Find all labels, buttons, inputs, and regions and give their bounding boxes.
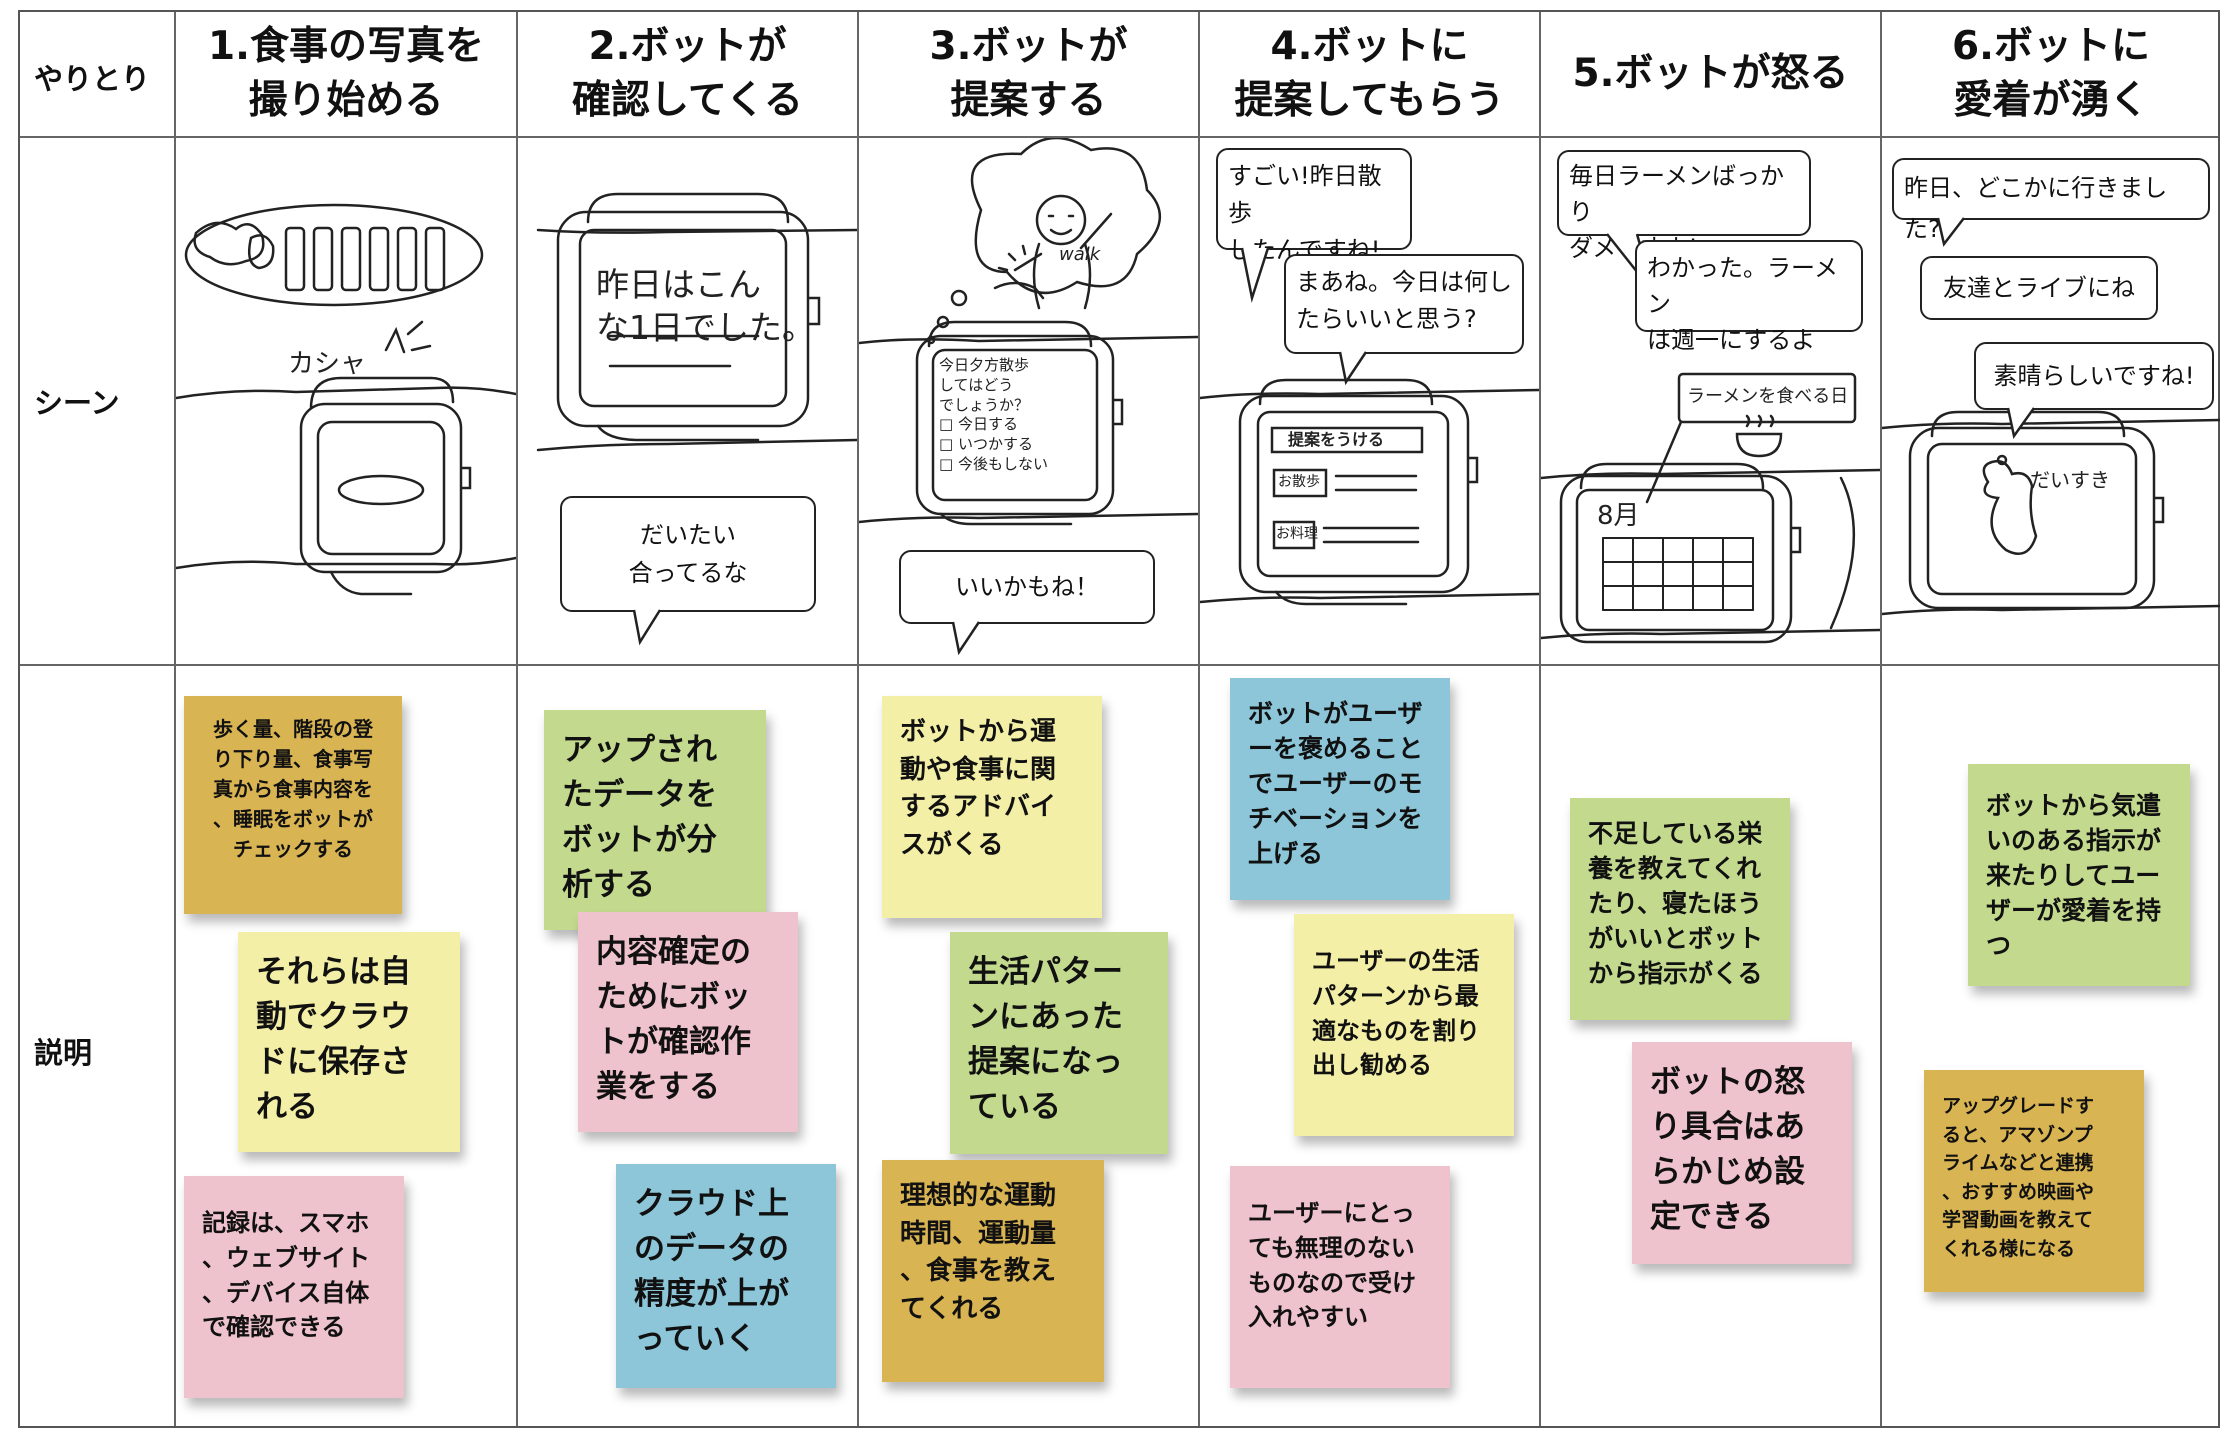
watch-strap bbox=[309, 376, 455, 410]
bot-character bbox=[1982, 460, 2038, 555]
column-divider bbox=[857, 12, 859, 1426]
speech-bubble: 友達とライブにね bbox=[1920, 256, 2158, 320]
watch-screen-text: 今日夕方散歩 してはどう でしょうか？ □ 今日する □ いつかする □ 今後も… bbox=[939, 356, 1048, 473]
scene-5-illustration: ラーメンを食べる日 8月 毎日ラーメンばっかり ダメですよ! わかった。ラーメン… bbox=[1541, 138, 1880, 664]
column-divider bbox=[1880, 12, 1882, 1426]
watch-screen bbox=[1575, 488, 1775, 632]
row-label-interaction: やりとり bbox=[34, 62, 151, 96]
speech-bubble: 素晴らしいですね! bbox=[1974, 342, 2214, 410]
scene-2-illustration: 昨日はこん な1日でした。 だいたい 合ってるな bbox=[518, 138, 857, 664]
column-divider bbox=[174, 12, 176, 1426]
walk-text: walk bbox=[1059, 244, 1101, 265]
option-1-text: お散歩 bbox=[1278, 474, 1320, 490]
plate-sketch bbox=[184, 203, 484, 307]
column-title-5: 5.ボットが怒る bbox=[1572, 51, 1849, 97]
row-label-description: 説明 bbox=[34, 1036, 93, 1070]
speech-bubble: 毎日ラーメンばっかり ダメですよ! bbox=[1557, 150, 1811, 262]
character-head bbox=[1035, 194, 1087, 246]
row-divider bbox=[20, 136, 2218, 138]
watch-body bbox=[1238, 394, 1470, 594]
ramen-day-text: ラーメンを食べる日 bbox=[1687, 386, 1849, 407]
scene-6-illustration: だいすき 昨日、どこかに行きました? 友達とライブにね 素晴らしいですね! bbox=[1882, 138, 2220, 664]
watch-screen bbox=[931, 348, 1099, 502]
speech-bubble: すごい!昨日散歩 したんですね! bbox=[1216, 148, 1412, 264]
watch-screen bbox=[1926, 442, 2138, 596]
sticky-note: ボットの怒 り具合はあ らかじめ設 定できる bbox=[1632, 1042, 1852, 1264]
column-divider bbox=[1198, 12, 1200, 1426]
watch-body bbox=[915, 334, 1115, 516]
watch-screen-text: 提案をうける bbox=[1288, 430, 1385, 449]
thought-bubble bbox=[970, 138, 1162, 295]
camera-sound-text: カシャ bbox=[288, 349, 367, 379]
column-title-4: 4.ボットに 提案してもらう bbox=[1234, 24, 1505, 123]
sticky-note: ユーザーにとっ ても無理のない ものなので受け 入れやすい bbox=[1230, 1166, 1450, 1388]
column-title-2: 2.ボットが 確認してくる bbox=[572, 24, 803, 123]
watch-screen bbox=[578, 228, 788, 408]
speech-bubble: だいたい 合ってるな bbox=[560, 496, 816, 612]
calendar-month-text: 8月 bbox=[1597, 501, 1640, 531]
watch-body bbox=[1908, 426, 2156, 610]
sticky-note: 内容確定の ためにボッ トが確認作 業をする bbox=[578, 912, 798, 1132]
calendar-grid bbox=[1602, 537, 1754, 611]
watch-screen-text: だいすき bbox=[2030, 468, 2110, 492]
sticky-note: ボットがユーザ ーを褒めること でユーザーのモ チベーションを 上げる bbox=[1230, 678, 1450, 900]
column-title-3: 3.ボットが 提案する bbox=[929, 24, 1128, 123]
option-2-text: お料理 bbox=[1276, 526, 1318, 542]
sun-icon bbox=[993, 244, 1045, 300]
sticky-note: クラウド上 のデータの 精度が上が っていく bbox=[616, 1164, 836, 1388]
sticky-note: ボットから運 動や食事に関 するアドバイ スがくる bbox=[882, 696, 1102, 918]
watch-screen-text: 昨日はこん な1日でした。 bbox=[596, 265, 815, 347]
scene-1-illustration: カシャ bbox=[176, 138, 516, 664]
sticky-note: 不足している栄 養を教えてくれ たり、寝たほう がいいとボット から指示がくる bbox=[1570, 798, 1790, 1020]
sticky-note: ボットから気遣 いのある指示が 来たりしてユー ザーが愛着を持 つ bbox=[1968, 764, 2190, 986]
scene-3-illustration: walk 今日夕方散歩 してはどう でしょうか？ □ 今日する □ いつかする … bbox=[859, 138, 1198, 664]
watch-body bbox=[299, 402, 463, 574]
column-title-1: 1.食事の写真を 撮り始める bbox=[208, 24, 484, 123]
watch-body bbox=[556, 210, 810, 428]
bubble-tail bbox=[951, 621, 981, 656]
speech-bubble: まあね。今日は何し たらいいと思う? bbox=[1284, 254, 1524, 354]
speech-bubble: いいかもね！ bbox=[899, 550, 1155, 624]
speech-bubble: 昨日、どこかに行きました? bbox=[1892, 158, 2210, 243]
bubble-tail bbox=[632, 609, 662, 646]
sticky-note: 歩く量、階段の登 り下り量、食事写 真から食事内容を 、睡眠をボットが チェック… bbox=[184, 696, 402, 914]
watch-screen bbox=[1256, 410, 1450, 578]
sticky-note: 記録は、スマホ 、ウェブサイト 、デバイス自体 で確認できる bbox=[184, 1176, 404, 1398]
speech-bubble: わかった。ラーメン は週一にするよ bbox=[1635, 240, 1863, 354]
column-divider bbox=[1539, 12, 1541, 1426]
watch-strap bbox=[927, 320, 1093, 348]
sticky-note: アップされ たデータを ボットが分 析する bbox=[544, 710, 766, 930]
row-label-scene: シーン bbox=[34, 386, 120, 420]
watch-screen bbox=[316, 420, 446, 556]
bubble-tail bbox=[2006, 407, 2036, 440]
sticky-note: アップグレードす ると、アマゾンプ ライムなどと連携 、おすすめ映画や 学習動画… bbox=[1924, 1070, 2144, 1292]
sticky-note: 生活パター ンにあった 提案になっ ている bbox=[950, 932, 1168, 1154]
sticky-note: 理想的な運動 時間、運動量 、食事を教え てくれる bbox=[882, 1160, 1104, 1382]
watch-strap bbox=[586, 192, 790, 224]
ramen-bowl-icon bbox=[1735, 414, 1783, 458]
scene-4-illustration: 提案をうける お散歩 お料理 すごい!昨日散歩 したんですね! まあね。今日は何… bbox=[1200, 138, 1539, 664]
sticky-note: ユーザーの生活 パターンから最 適なものを割り 出し勧める bbox=[1294, 914, 1514, 1136]
watch-body bbox=[1559, 474, 1793, 644]
row-divider bbox=[20, 664, 2218, 666]
column-title-6: 6.ボットに 愛着が湧く bbox=[1952, 24, 2150, 123]
bubble-tail bbox=[1338, 351, 1368, 386]
bubble-tail bbox=[1240, 247, 1270, 303]
column-divider bbox=[516, 12, 518, 1426]
sticky-note: それらは自 動でクラウ ドに保存さ れる bbox=[238, 932, 460, 1152]
storyboard-grid: やりとり シーン 説明 1.食事の写真を 撮り始める 2.ボットが 確認してくる… bbox=[18, 10, 2220, 1428]
bubble-tail bbox=[1936, 217, 1965, 247]
